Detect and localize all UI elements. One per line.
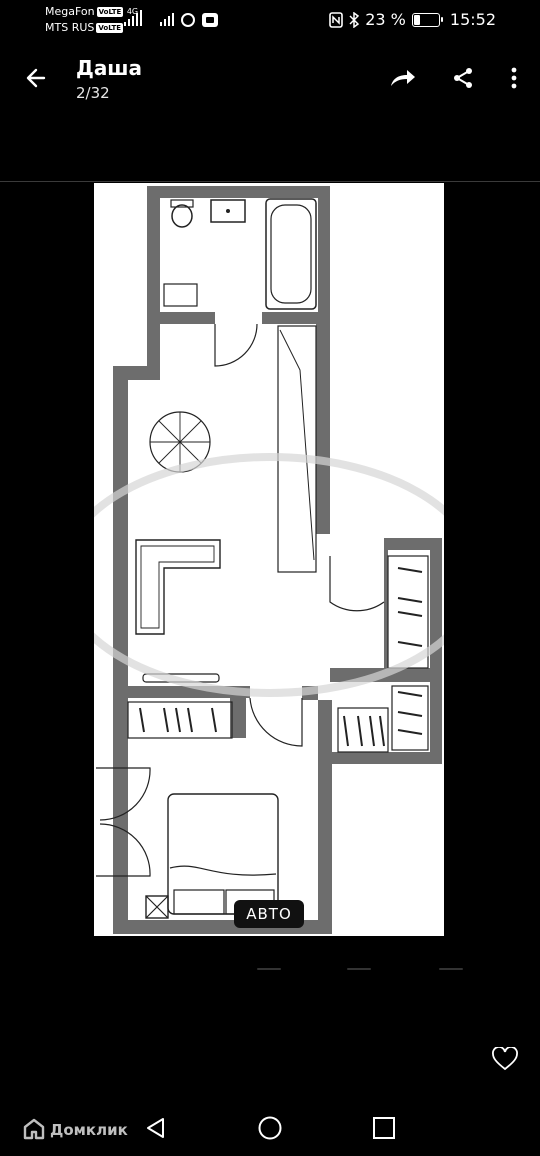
- battery-tip: [440, 16, 443, 22]
- heart-icon: [492, 1047, 518, 1071]
- nav-recents-button[interactable]: [364, 1108, 404, 1148]
- header-divider: [0, 181, 540, 182]
- nav-home-button[interactable]: [250, 1108, 290, 1148]
- share-button[interactable]: [445, 60, 481, 96]
- carrier-1-name: MegaFon: [45, 5, 95, 18]
- clock: 15:52: [449, 10, 496, 29]
- chat-title: Даша: [76, 56, 143, 80]
- nav-back-button[interactable]: [136, 1108, 176, 1148]
- battery-percent: 23 %: [365, 10, 406, 29]
- image-counter: 2/32: [76, 84, 110, 102]
- thumbnail-strip-hint: [257, 968, 463, 970]
- bluetooth-icon: [349, 11, 360, 28]
- forward-button[interactable]: [384, 60, 420, 96]
- carrier-2-name: MTS RUS: [45, 21, 95, 34]
- share-icon: [454, 68, 472, 88]
- navigation-bar: [0, 1100, 540, 1156]
- triangle-back-icon: [147, 1118, 164, 1138]
- volte-badge-1: VoLTE: [96, 7, 124, 17]
- auto-badge[interactable]: АВТО: [234, 900, 304, 928]
- volte-badge-2: VoLTE: [96, 23, 124, 33]
- status-right: 23 % 15:52: [329, 10, 496, 29]
- more-vertical-icon: [511, 67, 517, 89]
- circle-home-icon: [258, 1116, 282, 1140]
- domclick-logo-text: Домклик: [50, 1121, 128, 1139]
- floor-plan-image[interactable]: [58, 183, 482, 936]
- square-recents-icon: [373, 1117, 395, 1139]
- network-type: 4G: [126, 7, 139, 16]
- battery-fill: [413, 14, 420, 25]
- arrow-left-icon: [26, 68, 46, 88]
- nfc-icon: [329, 11, 344, 28]
- domclick-logo-icon: [23, 1118, 45, 1140]
- floor-plan-drawing: [58, 186, 482, 934]
- battery-icon: [411, 12, 443, 27]
- forward-icon: [391, 70, 415, 86]
- favorite-button[interactable]: [488, 1042, 522, 1076]
- more-options-button[interactable]: [496, 60, 532, 96]
- signal-wifi-icons: [124, 10, 218, 27]
- back-button[interactable]: [18, 60, 54, 96]
